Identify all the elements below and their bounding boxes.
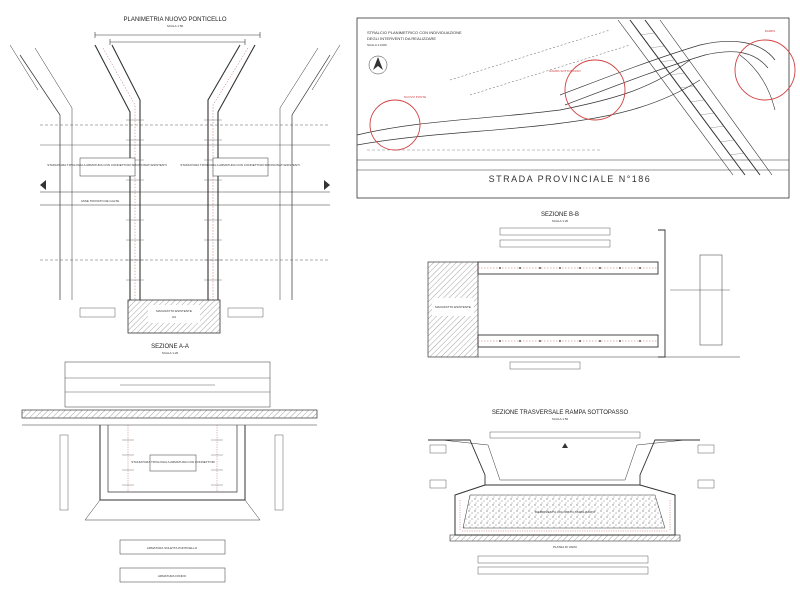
plan-existing-label: MANUFATTO ESISTENTE	[156, 309, 192, 313]
ramp-fill-gravel	[462, 494, 666, 529]
section-bb: SEZIONE B-B SCALA 1:20 MANUFATTO ESISTEN…	[427, 212, 740, 370]
overview-scale: SCALA 1:1000	[367, 43, 387, 47]
callout-label-ramp-2: RAMPA	[765, 29, 775, 33]
section-ramp-title: SEZIONE TRASVERSALE RAMPA SOTTOPASSO	[492, 410, 629, 416]
section-aa-title: SEZIONE A-A	[151, 344, 189, 350]
section-ramp: SEZIONE TRASVERSALE RAMPA SOTTOPASSO SCA…	[428, 410, 715, 575]
section-bb-existing-label: MANUFATTO ESISTENTE	[435, 305, 471, 309]
rebar-label-bottom-text: ARMATURA FONDO	[158, 574, 187, 578]
section-ramp-fill-label: RIEMPIMENTO CON MISTO STABILIZZATO	[535, 510, 596, 514]
svg-text:DEGLI INTERVENTI DA REALIZZARE: DEGLI INTERVENTI DA REALIZZARE	[367, 36, 436, 41]
rebar-label-bottom	[119, 567, 226, 583]
plan-note-left	[79, 157, 136, 177]
svg-text:STAFFATURA TIPOLOGIA A ARMATUR: STAFFATURA TIPOLOGIA A ARMATURA CON CONN…	[180, 163, 300, 167]
svg-text:STRALCIO PLANIMETRICO CON INDI: STRALCIO PLANIMETRICO CON INDIVIDUAZIONE	[367, 30, 462, 35]
section-ramp-base-label: PLATEA DI VARO	[553, 545, 578, 549]
section-aa-note-text: STAFFATURA TIPOLOGIA A ARMATURA CON CONN…	[131, 460, 215, 464]
callout-label-bridge: NUOVO PONTE	[404, 95, 426, 99]
rebar-label-top-text: ARMATURA SOLETTA PONTICELLO	[147, 546, 198, 550]
plan-view: PLANIMETRIA NUOVO PONTICELLO SCALA 1:50 …	[9, 17, 341, 334]
section-bb-title: SEZIONE B-B	[541, 212, 579, 218]
north-arrow-icon	[368, 55, 388, 75]
section-bb-scale: SCALA 1:20	[552, 219, 569, 223]
callout-label-ramp: RAMPA SOTTOPASSO	[549, 69, 581, 73]
plan-note-left-text: STAFFATURA TIPOLOGIA A ARMATURA CON CONN…	[47, 163, 167, 167]
rebar-label-top	[119, 539, 226, 555]
road-name: STRADA PROVINCIALE N°186	[489, 174, 652, 184]
svg-text:STAFFATURA TIPOLOGIA A ARMATUR: STAFFATURA TIPOLOGIA A ARMATURA CON CONN…	[47, 163, 167, 167]
svg-text:SCALA 1:1000: SCALA 1:1000	[367, 43, 387, 47]
overview-plan: STRALCIO PLANIMETRICO CON INDIVIDUAZIONE…	[356, 17, 796, 199]
plan-title: PLANIMETRIA NUOVO PONTICELLO	[123, 17, 226, 23]
callout-circle-ramp-2	[734, 39, 796, 101]
svg-text:ARMATURA FONDO: ARMATURA FONDO	[158, 574, 187, 578]
section-ramp-scale: SCALA 1:50	[552, 417, 569, 421]
section-aa-scale: SCALA 1:20	[162, 351, 179, 355]
callout-circle-bridge	[369, 99, 421, 151]
plan-scale: SCALA 1:50	[167, 24, 184, 28]
section-aa: SEZIONE A-A SCALA 1:20 STAFFATURA TIPOLO…	[21, 344, 318, 583]
overview-title-line2: DEGLI INTERVENTI DA REALIZZARE	[367, 36, 436, 41]
plan-existing-sub: H3	[172, 315, 176, 319]
svg-text:STAFFATURA TIPOLOGIA A ARMATUR: STAFFATURA TIPOLOGIA A ARMATURA CON CONN…	[131, 460, 215, 464]
callout-circle-ramp	[564, 59, 626, 121]
plan-axis-label: ASSE TROVATO DE GALTE	[81, 199, 119, 203]
svg-text:ARMATURA SOLETTA PONTICELLO: ARMATURA SOLETTA PONTICELLO	[147, 546, 198, 550]
overview-title-line1: STRALCIO PLANIMETRICO CON INDIVIDUAZIONE	[367, 30, 462, 35]
plan-note-right	[212, 157, 269, 177]
section-aa-note	[149, 454, 197, 472]
plan-note-right-text: STAFFATURA TIPOLOGIA A ARMATURA CON CONN…	[180, 163, 300, 167]
